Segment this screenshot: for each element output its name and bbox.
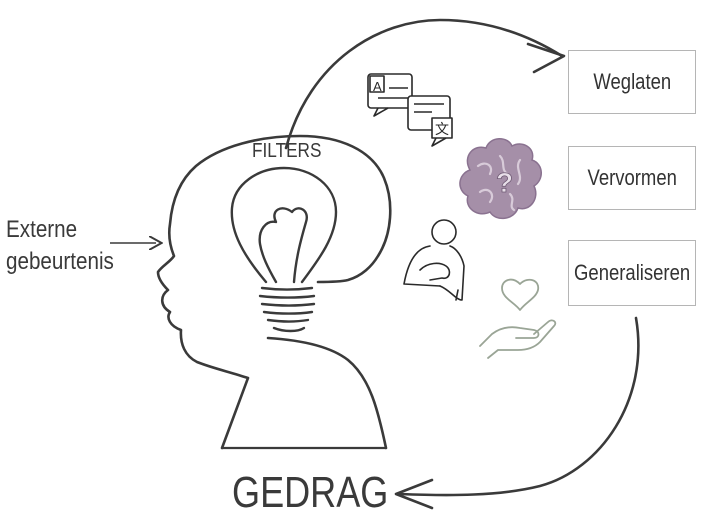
output-label-gedrag: GEDRAG bbox=[232, 468, 389, 517]
head-profile-icon bbox=[156, 134, 392, 450]
box-weglaten: Weglaten bbox=[568, 50, 696, 114]
translate-glyph-wen: 文 bbox=[435, 122, 449, 138]
box-weglaten-label: Weglaten bbox=[593, 69, 671, 94]
box-vervormen-label: Vervormen bbox=[587, 165, 677, 190]
bottom-arrow-arc bbox=[398, 316, 640, 497]
input-label-line2: gebeurtenis bbox=[6, 248, 114, 275]
input-label-line1: Externe bbox=[6, 216, 78, 243]
brain-question-icon bbox=[459, 138, 542, 220]
translate-icon bbox=[367, 73, 453, 147]
top-arrow-head bbox=[526, 42, 566, 74]
heart-in-hand-icon bbox=[479, 278, 557, 359]
box-vervormen: Vervormen bbox=[568, 146, 696, 210]
bottom-arrow-head bbox=[394, 478, 434, 510]
top-arrow-arc bbox=[284, 18, 564, 150]
translate-glyph-a: A bbox=[373, 79, 382, 94]
lightbulb-icon bbox=[230, 166, 338, 333]
person-hand-on-heart-icon bbox=[403, 219, 465, 301]
brain-question-mark: ? bbox=[496, 167, 513, 198]
box-generaliseren: Generaliseren bbox=[568, 240, 696, 306]
filters-label: FILTERS bbox=[252, 140, 322, 162]
box-generaliseren-label: Generaliseren bbox=[573, 260, 691, 285]
